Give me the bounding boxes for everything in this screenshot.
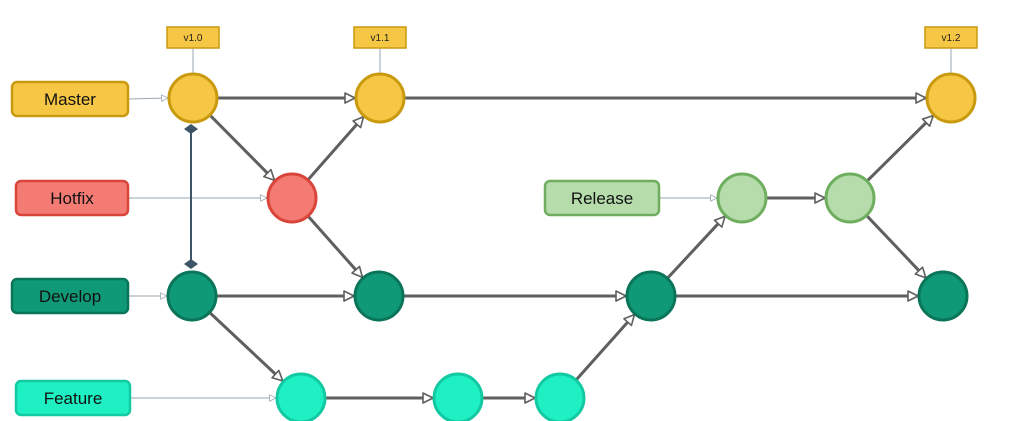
release-commit-node xyxy=(824,172,876,224)
arrow-h1-d2 xyxy=(306,214,364,279)
tag-label: v1.2 xyxy=(942,33,961,44)
tag-label: v1.0 xyxy=(184,33,203,44)
feature-branch-box: Feature xyxy=(14,379,132,417)
arrow-h1-m2 xyxy=(306,115,365,181)
feature-commit-node xyxy=(534,372,586,421)
commit-edges xyxy=(127,92,935,404)
master-commit-node xyxy=(167,72,219,124)
release-commit-node xyxy=(716,172,768,224)
arrow-r2-m3 xyxy=(865,114,935,183)
tag-label: v1.1 xyxy=(371,33,390,44)
hotfix-commit-node xyxy=(266,172,318,224)
master-lane-connector xyxy=(127,98,168,99)
arrow-d1-f1 xyxy=(208,311,284,383)
develop-branch-box: Develop xyxy=(10,277,130,315)
develop-branch-label: Develop xyxy=(39,287,101,306)
version-tag: v1.0 xyxy=(166,26,220,73)
version-tag: v1.2 xyxy=(924,26,978,73)
tag-box xyxy=(353,26,407,49)
master-branch-label: Master xyxy=(44,90,96,109)
commit-nodes xyxy=(166,72,977,421)
version-tag: v1.1 xyxy=(353,26,407,73)
develop-commit-node xyxy=(917,270,969,322)
hotfix-branch-box: Hotfix xyxy=(14,179,130,217)
release-branch-label: Release xyxy=(571,189,633,208)
feature-commit-node xyxy=(275,372,327,421)
arrow-m1-h1 xyxy=(208,114,276,182)
feature-branch-label: Feature xyxy=(44,389,103,408)
version-tags: v1.0 v1.1 v1.2 xyxy=(166,26,978,73)
hotfix-branch-label: Hotfix xyxy=(50,189,94,208)
develop-commit-node xyxy=(353,270,405,322)
tag-box xyxy=(924,26,978,49)
master-commit-node xyxy=(925,72,977,124)
develop-commit-node xyxy=(625,270,677,322)
master-branch-box: Master xyxy=(10,80,130,118)
release-branch-box: Release xyxy=(543,179,661,217)
develop-commit-node xyxy=(166,270,218,322)
arrow-r2-d4 xyxy=(865,214,927,279)
master-commit-node xyxy=(354,72,406,124)
arrow-f3-d3 xyxy=(574,313,636,382)
tag-box xyxy=(166,26,220,49)
arrow-d3-r1 xyxy=(666,215,727,280)
feature-commit-node xyxy=(432,372,484,421)
